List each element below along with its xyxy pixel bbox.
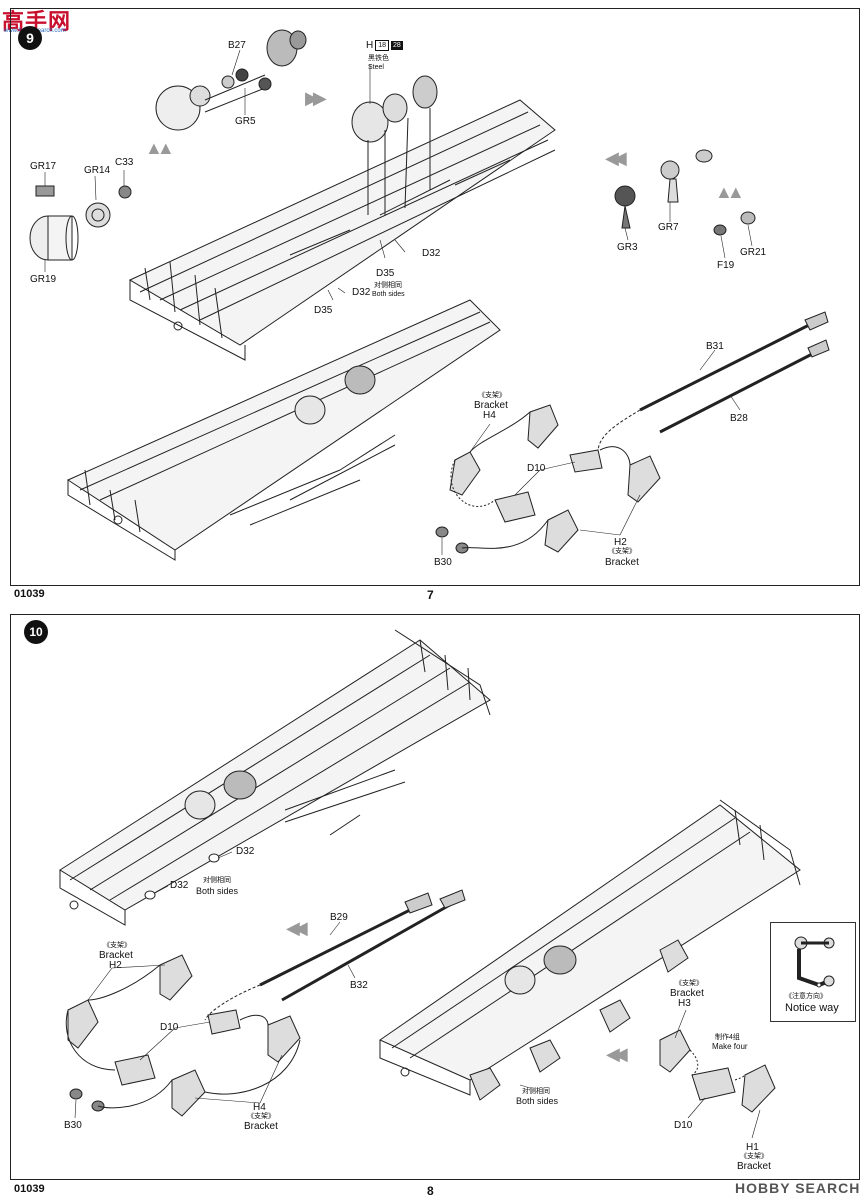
chassis-lower-p8 xyxy=(378,799,801,1101)
bracket-cn-1-p7: 《支架》 xyxy=(478,392,506,399)
rods-b29-b32 xyxy=(204,889,466,1021)
page-number-7: 7 xyxy=(427,588,434,602)
part-label-h4-p7: H4 xyxy=(483,410,496,421)
assembly-arrow-1: ▶▶ xyxy=(305,88,327,108)
bracket-cn-4-p8: 《支架》 xyxy=(740,1153,768,1160)
bracket-cn-1-p8: 《支架》 xyxy=(103,942,131,949)
part-label-gr3: GR3 xyxy=(617,242,638,253)
page8-frame xyxy=(10,614,860,1180)
bracket-en-2-p8: Bracket xyxy=(244,1121,278,1132)
both-sides2-en-p8: Both sides xyxy=(516,1096,559,1106)
paint-color-cn: 黑铁色 xyxy=(368,55,389,62)
chassis-upper-p8 xyxy=(59,629,491,926)
axle-assembly-p7 xyxy=(351,75,438,215)
part-gr3-group xyxy=(614,149,756,236)
leader-lines-p8 xyxy=(74,851,761,1139)
bracket-en-2-p7: Bracket xyxy=(605,557,639,568)
both-sides-en-p8: Both sides xyxy=(196,886,239,896)
part-label-d32-b-p8: D32 xyxy=(170,880,189,891)
part-label-h4-p8: H4 xyxy=(253,1102,266,1113)
part-label-b27: B27 xyxy=(228,40,246,51)
part-b27-gr5-group xyxy=(155,29,307,131)
part-label-gr21: GR21 xyxy=(740,247,767,258)
page7-frame xyxy=(10,8,860,586)
part-label-h2-p7: H2 xyxy=(614,537,627,548)
assembly-arrow-2: ▲▲ xyxy=(145,138,175,158)
bracket-cn-2-p7: 《支架》 xyxy=(608,548,636,555)
make-four-cn: 制作4组 xyxy=(715,1034,740,1041)
part-label-c33: C33 xyxy=(115,157,134,168)
part-label-gr19: GR19 xyxy=(30,274,57,285)
step-10-badge: 10 xyxy=(24,620,48,644)
part-label-b28: B28 xyxy=(730,413,748,424)
paint-callout-h: H 18 28 xyxy=(366,40,403,51)
part-label-d10-b-p8: D10 xyxy=(674,1120,693,1131)
part-gr19-group xyxy=(29,185,132,261)
product-code-p7: 01039 xyxy=(14,588,45,600)
part-label-b29: B29 xyxy=(330,912,348,923)
assembly-arrow-3: ◀◀ xyxy=(605,148,627,168)
both-sides-cn-p7: 对侧相同 xyxy=(374,282,402,289)
leader-lines-p7 xyxy=(44,49,753,555)
part-label-d10-a-p8: D10 xyxy=(160,1022,179,1033)
product-code-p8: 01039 xyxy=(14,1183,45,1195)
part-label-h1-p8: H1 xyxy=(746,1142,759,1153)
bracket-cn-2-p8: 《支架》 xyxy=(247,1113,275,1120)
part-label-d35-b: D35 xyxy=(314,305,333,316)
notice-bracket-drawing xyxy=(794,936,835,988)
step-9-badge: 9 xyxy=(18,26,42,50)
part-label-d32-a-p8: D32 xyxy=(236,846,255,857)
bracket-assembly-p8-left xyxy=(65,954,301,1117)
bracket-en-3-p8: Bracket xyxy=(670,988,704,999)
notice-en: Notice way xyxy=(785,1002,839,1014)
chassis-upper-p7 xyxy=(128,99,556,361)
bracket-en-1-p8: Bracket xyxy=(99,950,133,961)
part-label-h3-p8: H3 xyxy=(678,998,691,1009)
rods-b31-b28 xyxy=(597,311,830,451)
bracket-en-1-p7: Bracket xyxy=(474,400,508,411)
part-label-d10-p7: D10 xyxy=(527,463,546,474)
bracket-en-4-p8: Bracket xyxy=(737,1161,771,1172)
part-label-b30-p8: B30 xyxy=(64,1120,82,1131)
part-label-b30-p7: B30 xyxy=(434,557,452,568)
part-label-h2-p8: H2 xyxy=(109,960,122,971)
notice-orientation-box: 《注意方向》 Notice way xyxy=(770,922,856,1022)
bracket-assembly-p7 xyxy=(435,404,661,554)
part-label-d32-b: D32 xyxy=(352,287,371,298)
bracket-assembly-p8-right xyxy=(659,1029,776,1113)
paint-color-en: Steel xyxy=(368,64,384,71)
part-label-b31: B31 xyxy=(706,341,724,352)
part-label-gr5: GR5 xyxy=(235,116,256,127)
part-label-b32: B32 xyxy=(350,980,368,991)
chassis-lower-p7 xyxy=(66,299,501,561)
notice-cn: 《注意方向》 xyxy=(785,993,827,1000)
both-sides2-cn-p8: 对侧相同 xyxy=(522,1088,550,1095)
both-sides-en-p7: Both sides xyxy=(372,291,405,298)
part-label-gr7: GR7 xyxy=(658,222,679,233)
part-label-f19: F19 xyxy=(717,260,735,271)
part-label-d35-a: D35 xyxy=(376,268,395,279)
part-label-gr14: GR14 xyxy=(84,165,111,176)
part-label-d32-a: D32 xyxy=(422,248,441,259)
assembly-arrow-4: ▲▲ xyxy=(715,182,745,202)
make-four-en: Make four xyxy=(712,1042,748,1051)
both-sides-cn-p8: 对侧相同 xyxy=(203,877,231,884)
hobby-search-watermark: HOBBY SEARCH xyxy=(735,1180,861,1196)
part-label-gr17: GR17 xyxy=(30,161,57,172)
page-number-8: 8 xyxy=(427,1184,434,1198)
bracket-cn-3-p8: 《支架》 xyxy=(675,980,703,987)
